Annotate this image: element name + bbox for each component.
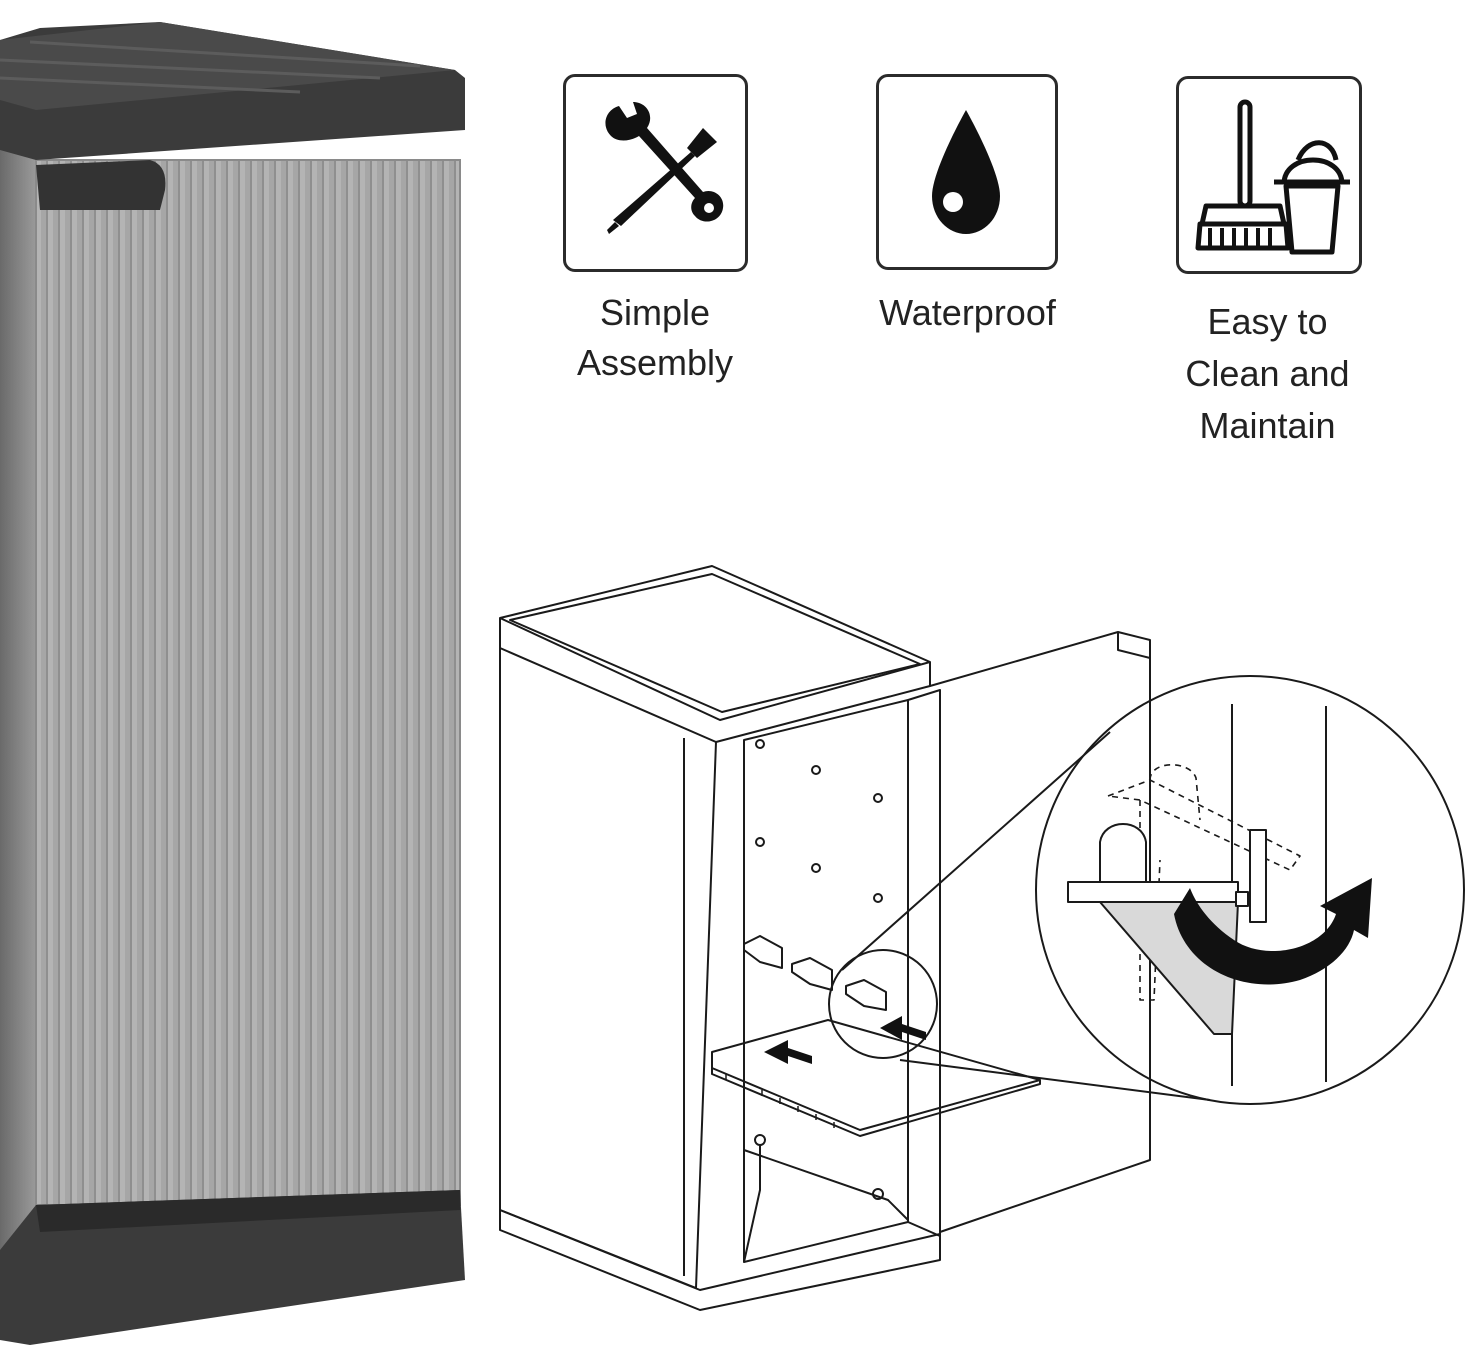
cabinet-photo	[0, 22, 465, 1345]
rotate-arrow-icon	[1174, 878, 1372, 985]
shelf-assembly-diagram	[499, 565, 1465, 1311]
feature-easy-clean: Easy to Clean and Maintain	[1160, 74, 1375, 454]
feature-label: Easy to Clean and Maintain	[1185, 301, 1350, 446]
waterproof-icon-box	[876, 74, 1058, 270]
feature-waterproof: Waterproof	[860, 74, 1075, 344]
easy-clean-icon-box	[1176, 76, 1362, 274]
feature-label: Waterproof	[879, 292, 1056, 333]
wrench-screwdriver-icon	[605, 102, 724, 234]
water-drop-icon	[932, 110, 1000, 234]
broom-bucket-icon	[1195, 99, 1350, 255]
feature-label: Simple Assembly	[576, 292, 734, 383]
feature-simple-assembly: Simple Assembly	[560, 74, 750, 384]
simple-assembly-icon-box	[563, 74, 748, 272]
